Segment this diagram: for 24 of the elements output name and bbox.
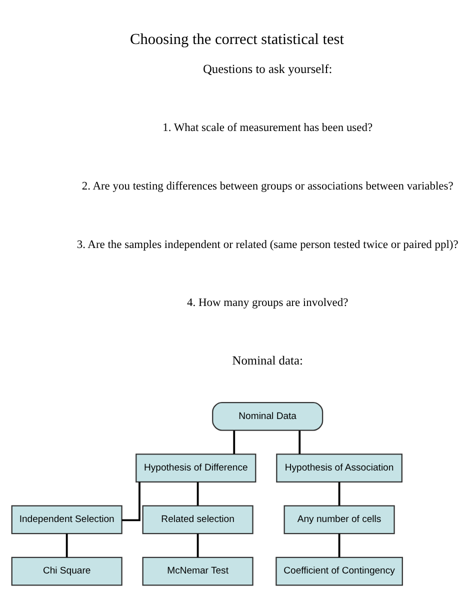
node-box: Coefficient of Contingency [276, 556, 403, 586]
label: 1. What scale of measurement has been used? [162, 122, 373, 134]
connector [338, 534, 340, 558]
connector [196, 482, 199, 506]
connector [298, 430, 301, 454]
node-box: Independent Selection [11, 505, 122, 534]
connector [196, 534, 199, 558]
node-box: Any number of cells [284, 505, 395, 534]
node-box: McNemar Test [142, 556, 254, 586]
label: 4. How many groups are involved? [187, 297, 348, 310]
connector [233, 430, 236, 454]
node-box: Hypothesis of Difference [136, 454, 256, 482]
label: Questions to ask yourself: [202, 62, 332, 76]
node-box: Related selection [142, 505, 254, 534]
connector [122, 482, 140, 522]
connector [66, 534, 68, 558]
connector [338, 482, 340, 506]
node-box: Hypothesis of Association [276, 454, 402, 482]
label: Nominal data: [232, 354, 303, 368]
node-box: Chi Square [11, 556, 122, 586]
label: 3. Are the samples independent or related (same person tested twice or paired ppl)? [76, 238, 458, 251]
label: 2. Are you testing differences between groups or associations between variables? [82, 180, 454, 192]
node-box: Nominal Data [212, 402, 324, 431]
diagram-title: Choosing the correct statistical test [130, 30, 344, 48]
